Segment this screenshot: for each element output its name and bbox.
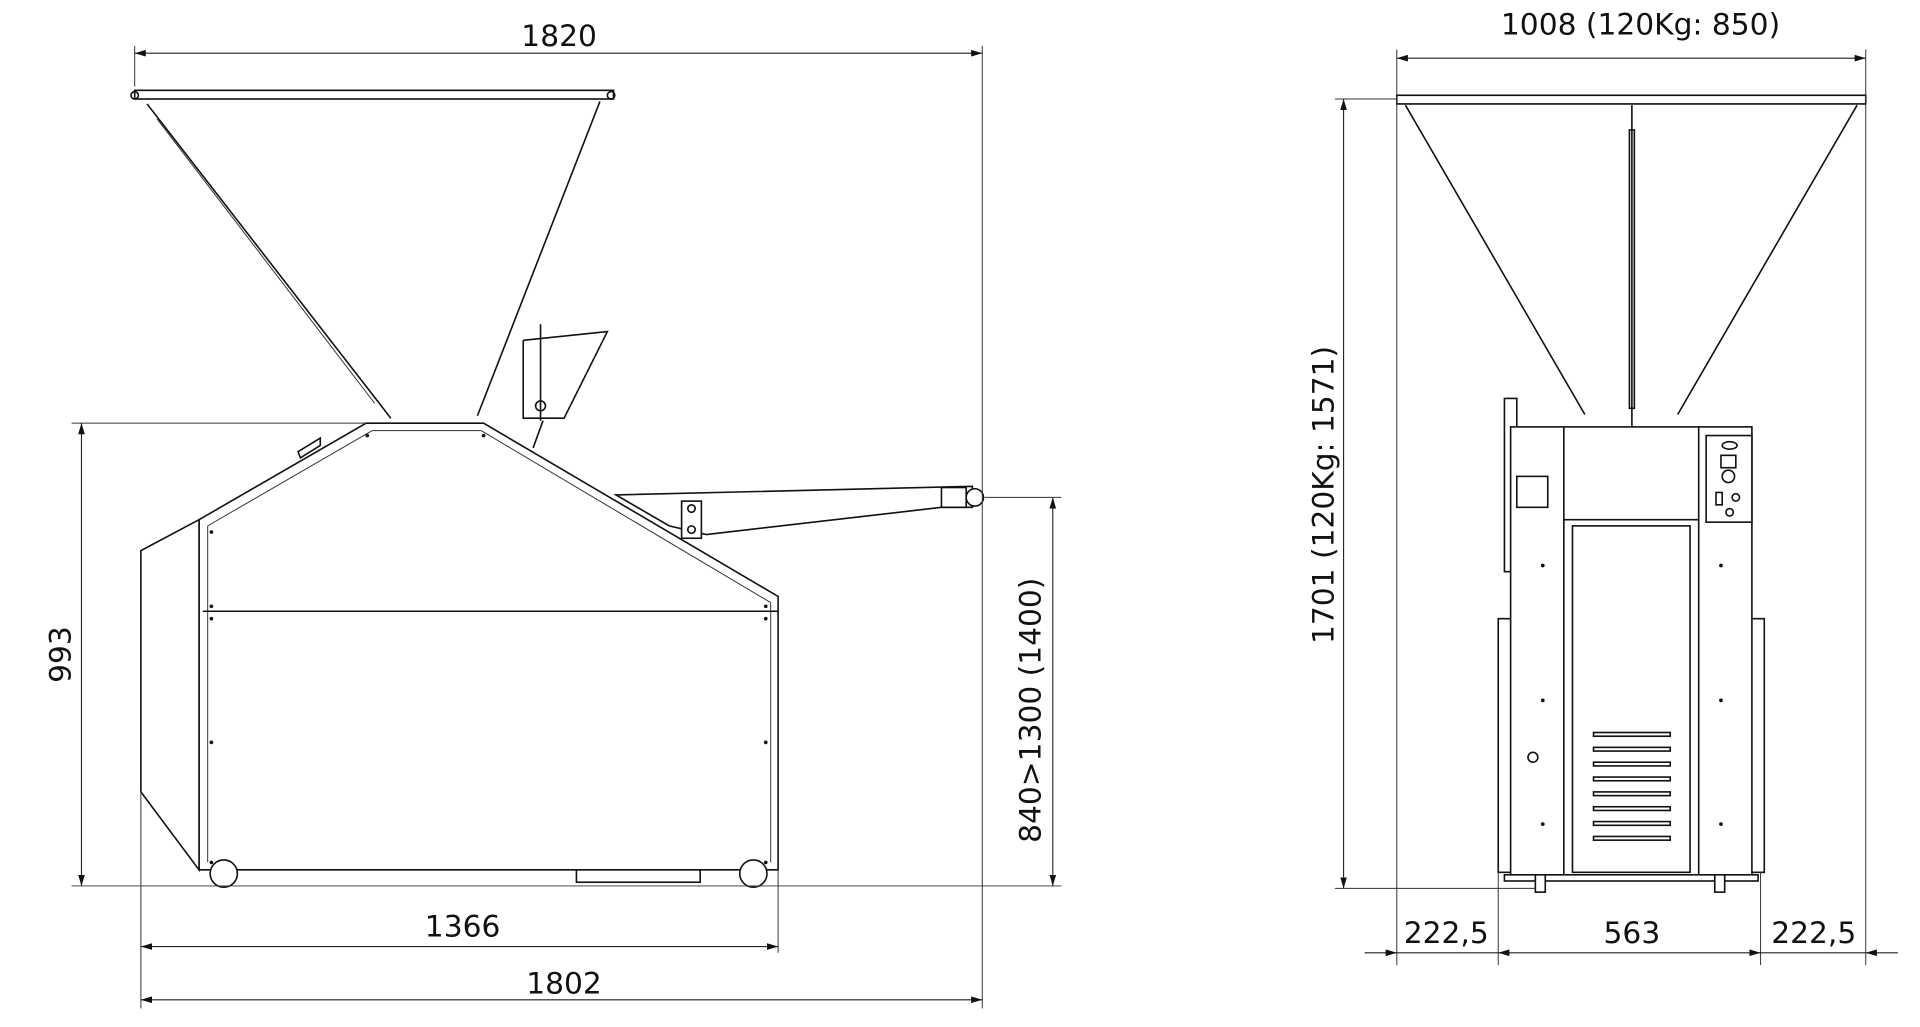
dim-right-offset: 222,5 xyxy=(1771,916,1856,951)
dim-left-offset: 222,5 xyxy=(1404,916,1489,951)
dim-body-width: 563 xyxy=(1604,916,1661,951)
power-switch xyxy=(1516,475,1549,509)
machine-body xyxy=(140,422,779,888)
dimension-lines xyxy=(71,45,1062,1009)
dim-body-height: 993 xyxy=(43,626,78,683)
outlet-conveyor xyxy=(613,485,985,540)
front-view: 1008 (120Kg: 850) 1701 (120Kg: 1571) 222… xyxy=(1307,8,1898,966)
chute xyxy=(522,324,609,449)
wheel xyxy=(209,859,239,888)
dim-hopper-width: 1008 (120Kg: 850) xyxy=(1501,8,1780,43)
machine-body xyxy=(1497,397,1766,893)
hopper xyxy=(130,89,616,419)
side-view: 1820 993 840>1300 (1400) 1366 1802 xyxy=(43,19,1062,1009)
dim-overall-length-top: 1820 xyxy=(521,19,597,54)
dim-body-length: 1366 xyxy=(425,910,501,945)
dim-overall-length-bottom: 1802 xyxy=(526,967,602,1002)
dimension-lines xyxy=(1334,49,1898,966)
control-panel xyxy=(1705,434,1753,523)
front-door xyxy=(1571,525,1691,874)
hopper xyxy=(1395,94,1867,427)
wheel xyxy=(738,859,768,888)
dim-outlet-height: 840>1300 (1400) xyxy=(1013,578,1048,843)
dim-total-height: 1701 (120Kg: 1571) xyxy=(1307,346,1342,644)
vent-slots xyxy=(1592,731,1672,841)
